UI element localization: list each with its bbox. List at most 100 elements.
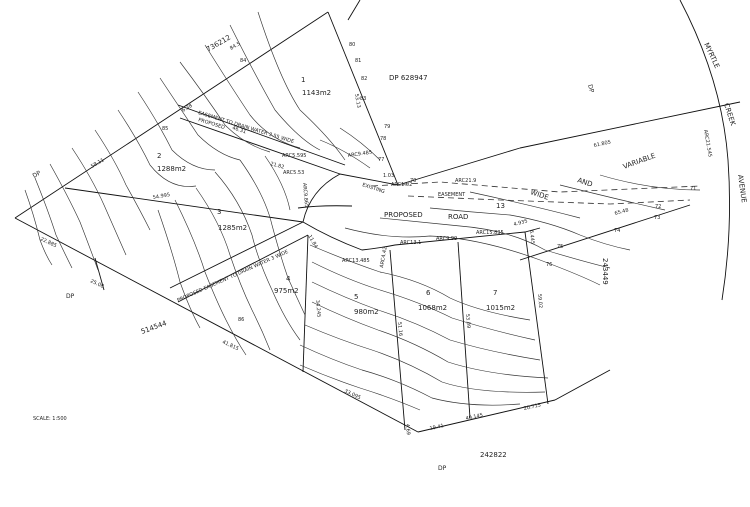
dp-right-label: DP — [586, 84, 595, 94]
arc-label: ARC5.595 — [282, 153, 306, 159]
spot-height: 75 — [557, 244, 563, 250]
road-wide-label: WIDE — [529, 188, 549, 201]
street-creek: CREEK — [722, 102, 737, 127]
dim-label: 34.245 — [314, 300, 322, 318]
spot-height: 83 — [360, 96, 366, 102]
dp-514544-label: 514544 — [140, 319, 168, 336]
dim-label: 58.11 — [90, 157, 105, 169]
arc-label: ARC4.42 — [379, 246, 389, 268]
lot-7-number: 7 — [493, 289, 497, 297]
dim-label: 51.16 — [396, 322, 403, 337]
dim-label: 4.935 — [513, 218, 528, 228]
dp-243449-label: 243449 — [601, 258, 609, 285]
lot4-lot5-line — [302, 234, 309, 373]
lot3-lot4-line-easement — [169, 221, 304, 289]
plan-labels: 736212 DP 628947 DP DP DP 514544 243449 … — [32, 33, 748, 472]
contour-lines — [24, 11, 701, 411]
arc-label: ARC21.545 — [702, 129, 713, 157]
dim-label: 22.885 — [39, 236, 57, 249]
spot-height: 73 — [654, 215, 660, 221]
dim-label: 6.445 — [528, 230, 535, 245]
lot-4-area: 975m2 — [274, 287, 299, 295]
dim-label: 84.5 — [229, 41, 242, 52]
road-south-edge-east — [519, 204, 691, 261]
spot-height: 76 — [546, 262, 552, 268]
spot-height: 72 — [655, 204, 661, 210]
south-boundary — [417, 399, 556, 433]
spot-height: 86 — [238, 317, 244, 323]
spot-height: 85 — [162, 126, 168, 132]
dim-label: 33.095 — [343, 388, 361, 401]
road-hook — [297, 205, 353, 209]
road-south-edge — [302, 221, 541, 251]
south-west-boundary — [14, 217, 419, 433]
lot-6-number: 6 — [426, 289, 431, 297]
lot-1-number: 1 — [301, 76, 305, 84]
road-north-edge-east — [519, 101, 741, 149]
road-road-label: ROAD — [448, 213, 468, 221]
road-existing-label: EXISTING — [361, 182, 385, 195]
dim-label: 41.815 — [221, 339, 239, 352]
dim-label: 4.69 — [404, 424, 411, 436]
dp-north-number: 736212 — [205, 33, 232, 53]
dim-label: 25.08 — [89, 278, 105, 289]
dp-lower-left-label: DP — [66, 293, 75, 300]
lot1-lot2-line — [177, 104, 346, 166]
easement-dashed-lower — [407, 195, 691, 205]
spot-height: 71 — [690, 186, 696, 192]
dim-label: 6.38 — [181, 103, 194, 114]
road-easement-label: EASEMENT — [438, 192, 466, 198]
boundary-lines — [14, 0, 741, 433]
spot-height: 77 — [378, 157, 384, 163]
west-tick-line — [94, 257, 105, 291]
spot-height: 78 — [380, 136, 386, 142]
arc-label: ARC15.835 — [476, 230, 504, 236]
lot7-east-line — [524, 231, 549, 405]
dp-bottom-label: DP — [438, 465, 447, 472]
road-variable-label: VARIABLE — [622, 152, 657, 171]
lot-1-area: 1143m2 — [302, 89, 331, 97]
lot-5-number: 5 — [354, 293, 358, 301]
lot-2-number: 2 — [157, 152, 161, 160]
south-east-boundary — [554, 369, 611, 401]
north-west-boundary — [14, 11, 329, 219]
dim-label: 54.995 — [152, 192, 170, 201]
road-and-label: AND — [576, 176, 593, 188]
arc-label: ARC9.99 — [436, 236, 457, 242]
lot-4-number: 4 — [286, 275, 291, 283]
arc-label: ARC13.1 — [400, 240, 421, 246]
spot-height: 79 — [384, 124, 390, 130]
road-width-label: 13 — [496, 202, 505, 210]
lot-3-number: 3 — [217, 208, 221, 216]
dim-label: 53.13 — [353, 93, 361, 108]
lot2-lot3-line — [64, 187, 304, 223]
spot-height: 81 — [355, 58, 361, 64]
lot-5-area: 980m2 — [354, 308, 379, 316]
arc-label: ARC5.53 — [283, 170, 304, 176]
dp-242822-label: 242822 — [480, 451, 507, 459]
spot-height: 74 — [614, 228, 620, 234]
dim-label: 46.31 — [231, 125, 246, 135]
lot1-east-boundary — [327, 11, 399, 186]
lot-2-area: 1288m2 — [157, 165, 186, 173]
lot-7-area: 1015m2 — [486, 304, 515, 312]
scale-label: SCALE: 1:500 — [33, 416, 67, 422]
spot-height: 80 — [349, 42, 355, 48]
easement-top-label: EASEMENT TO DRAIN WATER 3.55 WIDE — [197, 110, 294, 145]
dim-label: 21.82 — [269, 161, 284, 171]
lot-3-area: 1285m2 — [218, 224, 247, 232]
arc-label: ARC21.9 — [455, 178, 476, 184]
dp-boundary-top — [347, 0, 361, 21]
lot3-lot4-line — [177, 234, 309, 303]
dim-label: 53.09 — [464, 314, 471, 329]
dp-628947-label: DP 628947 — [389, 74, 428, 82]
lot5-lot6-line — [389, 249, 406, 431]
drain-easement-line — [179, 117, 341, 175]
road-proposed-label: PROPOSED — [384, 211, 423, 219]
dim-label: 61.805 — [593, 139, 611, 149]
dim-label: 19.41 — [429, 423, 444, 432]
arc-label: ARC1.02 — [391, 182, 412, 188]
existing-easement-dashed — [371, 181, 701, 193]
dp-left-label: DP — [32, 169, 43, 179]
